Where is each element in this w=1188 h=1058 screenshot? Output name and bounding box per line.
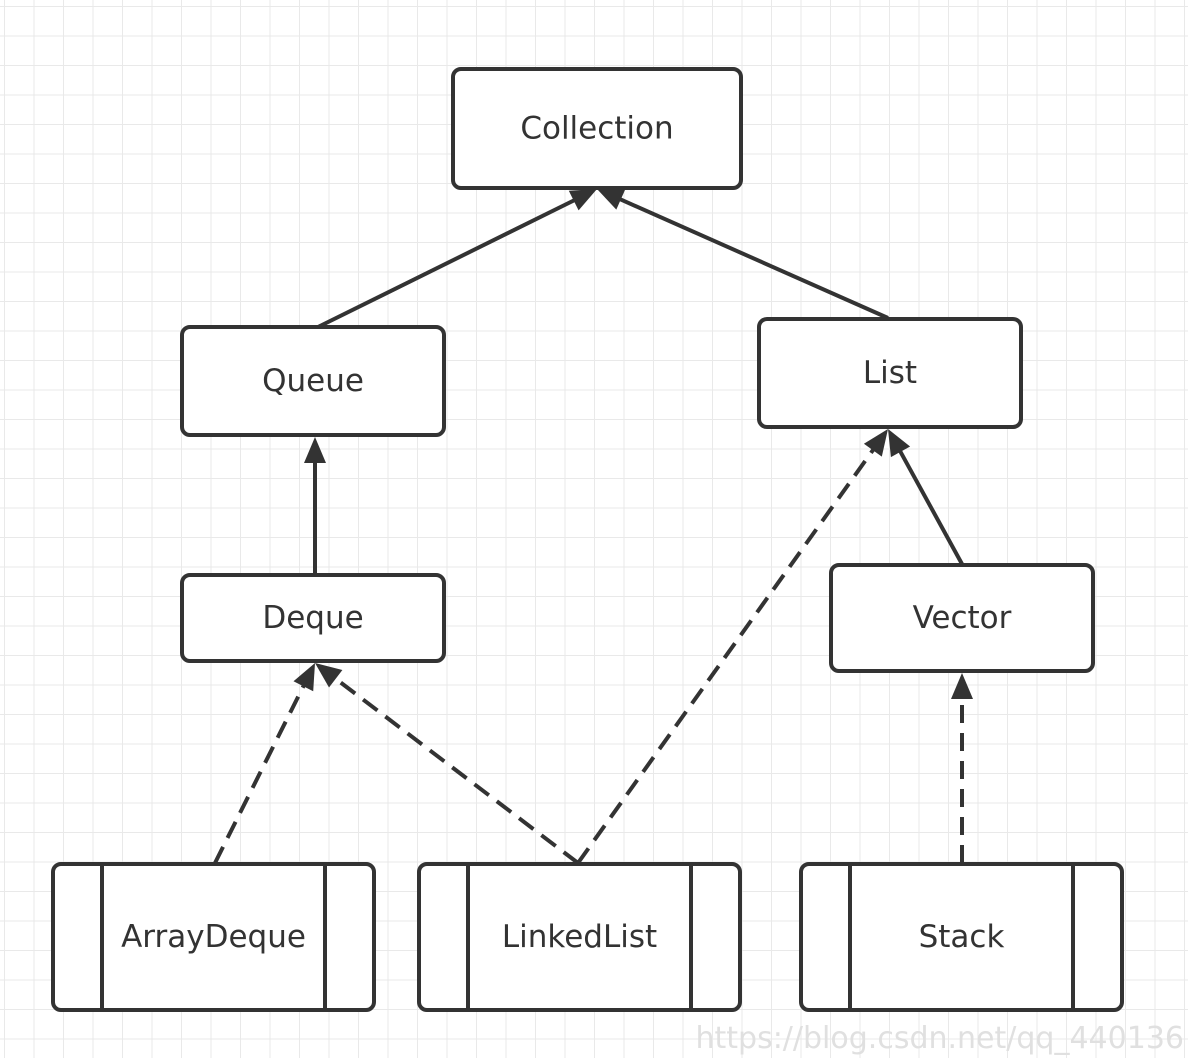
edge-line [618,196,889,320]
arrow-head [315,663,343,688]
node-box [180,573,446,663]
edge-line [317,197,577,329]
node-stack: Stack [799,862,1124,1012]
edge-array_deque-to-deque [213,663,315,864]
edges-layer [213,189,973,865]
edge-line [576,447,876,865]
node-box [799,862,1124,1012]
node-list: List [757,317,1023,429]
arrow-head [888,429,911,458]
edge-line [213,683,307,864]
edge-queue-to-collection [317,189,597,329]
node-label: Queue [262,363,364,399]
arrow-head [951,673,973,699]
edge-vector-to-list [888,429,964,565]
node-box [829,563,1095,673]
arrow-head [597,189,626,210]
node-label: Vector [913,600,1012,636]
edge-line [332,675,580,865]
node-collection: Collection [451,67,743,190]
edge-linked_list-to-list [576,429,888,865]
node-label: LinkedList [502,919,657,955]
node-box [51,862,376,1012]
edge-stack-to-vector [951,673,973,863]
node-array-deque: ArrayDeque [51,862,376,1012]
edge-list-to-collection [597,189,889,320]
watermark: https://blog.csdn.net/qq_440136 [695,1021,1184,1056]
node-label: Stack [919,919,1005,955]
arrow-head [863,429,888,457]
edge-linked_list-to-deque [315,663,580,865]
arrow-head [293,663,315,692]
node-label: Collection [520,111,673,147]
arrow-head [304,437,326,463]
node-box [757,317,1023,429]
node-vector: Vector [829,563,1095,673]
node-label: List [863,355,917,391]
node-label: Deque [262,600,363,636]
edge-line [897,449,964,565]
node-box [417,862,742,1012]
node-deque: Deque [180,573,446,663]
node-box [180,325,446,437]
node-linked-list: LinkedList [417,862,742,1012]
arrow-head [568,189,597,211]
node-label: ArrayDeque [121,919,306,955]
node-box [451,67,743,190]
edge-deque-to-queue [304,437,326,574]
node-queue: Queue [180,325,446,437]
